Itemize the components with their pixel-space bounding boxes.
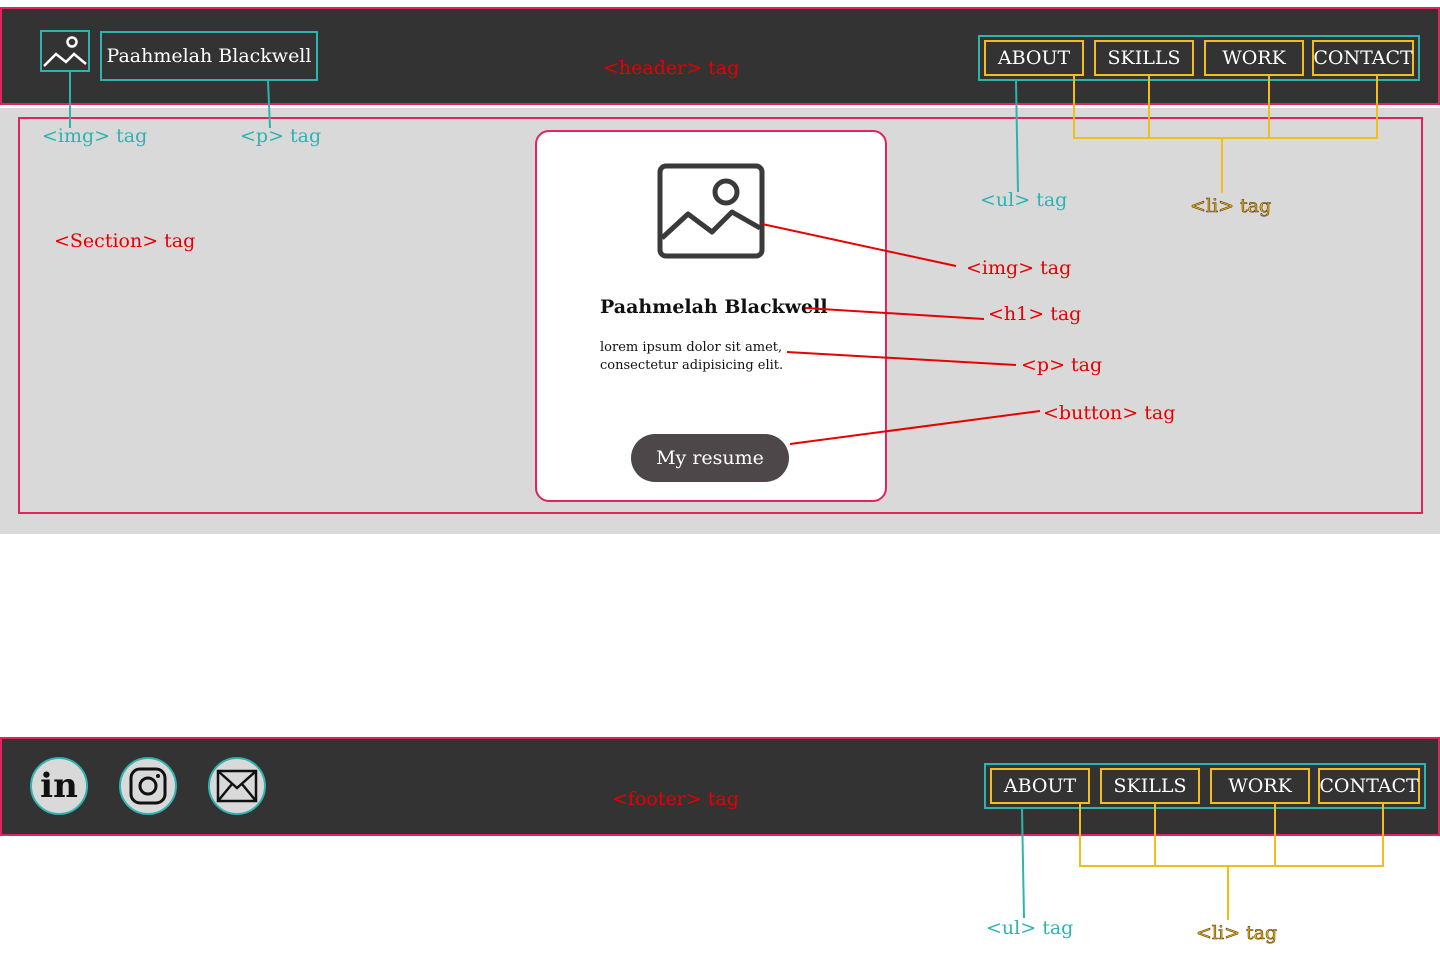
- profile-text-line1: lorem ipsum dolor sit amet,: [600, 340, 783, 355]
- resume-button[interactable]: My resume: [631, 434, 789, 482]
- annotation-header-tag: <header> tag: [603, 57, 740, 79]
- mail-icon: [216, 769, 258, 803]
- footer-nav-about[interactable]: ABOUT: [990, 768, 1090, 804]
- annotation-footer-tag: <footer> tag: [612, 788, 739, 810]
- linkedin-icon: in: [40, 766, 78, 806]
- header-logo[interactable]: [40, 30, 90, 72]
- annotation-p-tag-card: <p> tag: [1021, 354, 1103, 376]
- profile-image-icon: [657, 163, 765, 259]
- instagram-icon: [129, 767, 167, 805]
- header-nav-contact[interactable]: CONTACT: [1312, 40, 1414, 76]
- header-nav-work[interactable]: WORK: [1204, 40, 1304, 76]
- footer-nav-contact[interactable]: CONTACT: [1318, 768, 1420, 804]
- header-name: Paahmelah Blackwell: [100, 31, 318, 81]
- annotation-li-tag-header: <li> tag: [1190, 195, 1272, 218]
- linkedin-link[interactable]: in: [30, 757, 88, 815]
- annotation-button-tag: <button> tag: [1043, 402, 1176, 424]
- footer-nav-work[interactable]: WORK: [1210, 768, 1310, 804]
- footer-nav-skills[interactable]: SKILLS: [1100, 768, 1200, 804]
- annotation-h1-tag: <h1> tag: [988, 303, 1082, 325]
- annotation-p-tag-header: <p> tag: [240, 125, 322, 147]
- annotation-img-tag-header: <img> tag: [42, 125, 148, 147]
- annotation-img-tag-card: <img> tag: [966, 257, 1072, 279]
- mail-link[interactable]: [208, 757, 266, 815]
- profile-heading: Paahmelah Blackwell: [600, 296, 828, 318]
- header-nav-about[interactable]: ABOUT: [984, 40, 1084, 76]
- instagram-link[interactable]: [119, 757, 177, 815]
- annotation-ul-tag-header: <ul> tag: [980, 189, 1068, 211]
- section-outline: [18, 117, 1423, 514]
- annotation-li-tag-footer: <li> tag: [1196, 922, 1278, 945]
- profile-text: lorem ipsum dolor sit amet, consectetur …: [600, 339, 820, 375]
- profile-text-line2: consectetur adipisicing elit.: [600, 358, 784, 373]
- annotation-ul-tag-footer: <ul> tag: [986, 917, 1074, 939]
- image-placeholder-icon: [43, 36, 87, 67]
- annotation-section-tag: <Section> tag: [54, 230, 196, 252]
- header-nav-skills[interactable]: SKILLS: [1094, 40, 1194, 76]
